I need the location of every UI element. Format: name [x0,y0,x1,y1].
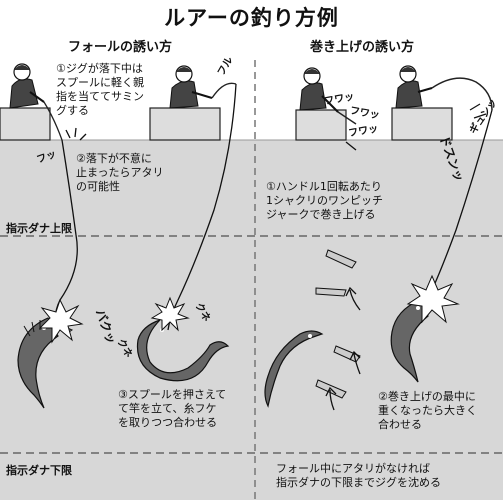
note-fall-2: ②落下が不意に 止まったらアタリ の可能性 [76,152,164,193]
strain-lines-icon [469,103,487,119]
note-fall-3: ③スプールを押さえて て竿を立て、糸フケ を取りつつ合わせる [118,388,227,429]
rod-left-2 [211,82,237,99]
angler-right-1 [295,67,347,141]
rod-left-1 [43,101,63,141]
jig-sequence [315,249,361,399]
jerk-arrow-icon [345,141,357,151]
note-bottom: フォール中にアタリがなければ 指示ダナの下限までジグを沈める [276,462,441,489]
depth-upper-label: 指示ダナ上限 [6,222,72,235]
fish-right-1 [264,330,324,408]
angler-left-1 [0,63,51,141]
depth-lower-label: 指示ダナ下限 [6,464,72,477]
fish-left-2 [136,319,230,382]
line-right-2 [431,109,493,291]
section-title-reel: 巻き上げの誘い方 [310,40,415,55]
spark-icon-1 [65,127,87,141]
up-arrow-icons [325,286,361,411]
note-reel-2: ②巻き上げの最中に 重くなったら大きく 合わせる [378,390,477,431]
note-reel-1: ①ハンドル1回転あたり 1シャクリのワンピッチ ジャークで巻き上げる [266,180,383,221]
rod-right-1 [337,111,357,125]
burst-icon-2 [150,296,190,332]
burst-icon-3 [406,274,460,324]
angler-right-2 [391,65,453,141]
page-title: ルアーの釣り方例 [164,6,339,30]
angler-left-2 [149,65,221,141]
section-title-fall: フォールの誘い方 [68,40,173,55]
rod-right-2 [431,77,493,111]
note-fall-1: ①ジグが落下中は スプールに軽く親 指を当ててサミン グする [56,62,144,117]
fish-right-2 [390,299,429,383]
burst-icon-1 [38,298,84,344]
